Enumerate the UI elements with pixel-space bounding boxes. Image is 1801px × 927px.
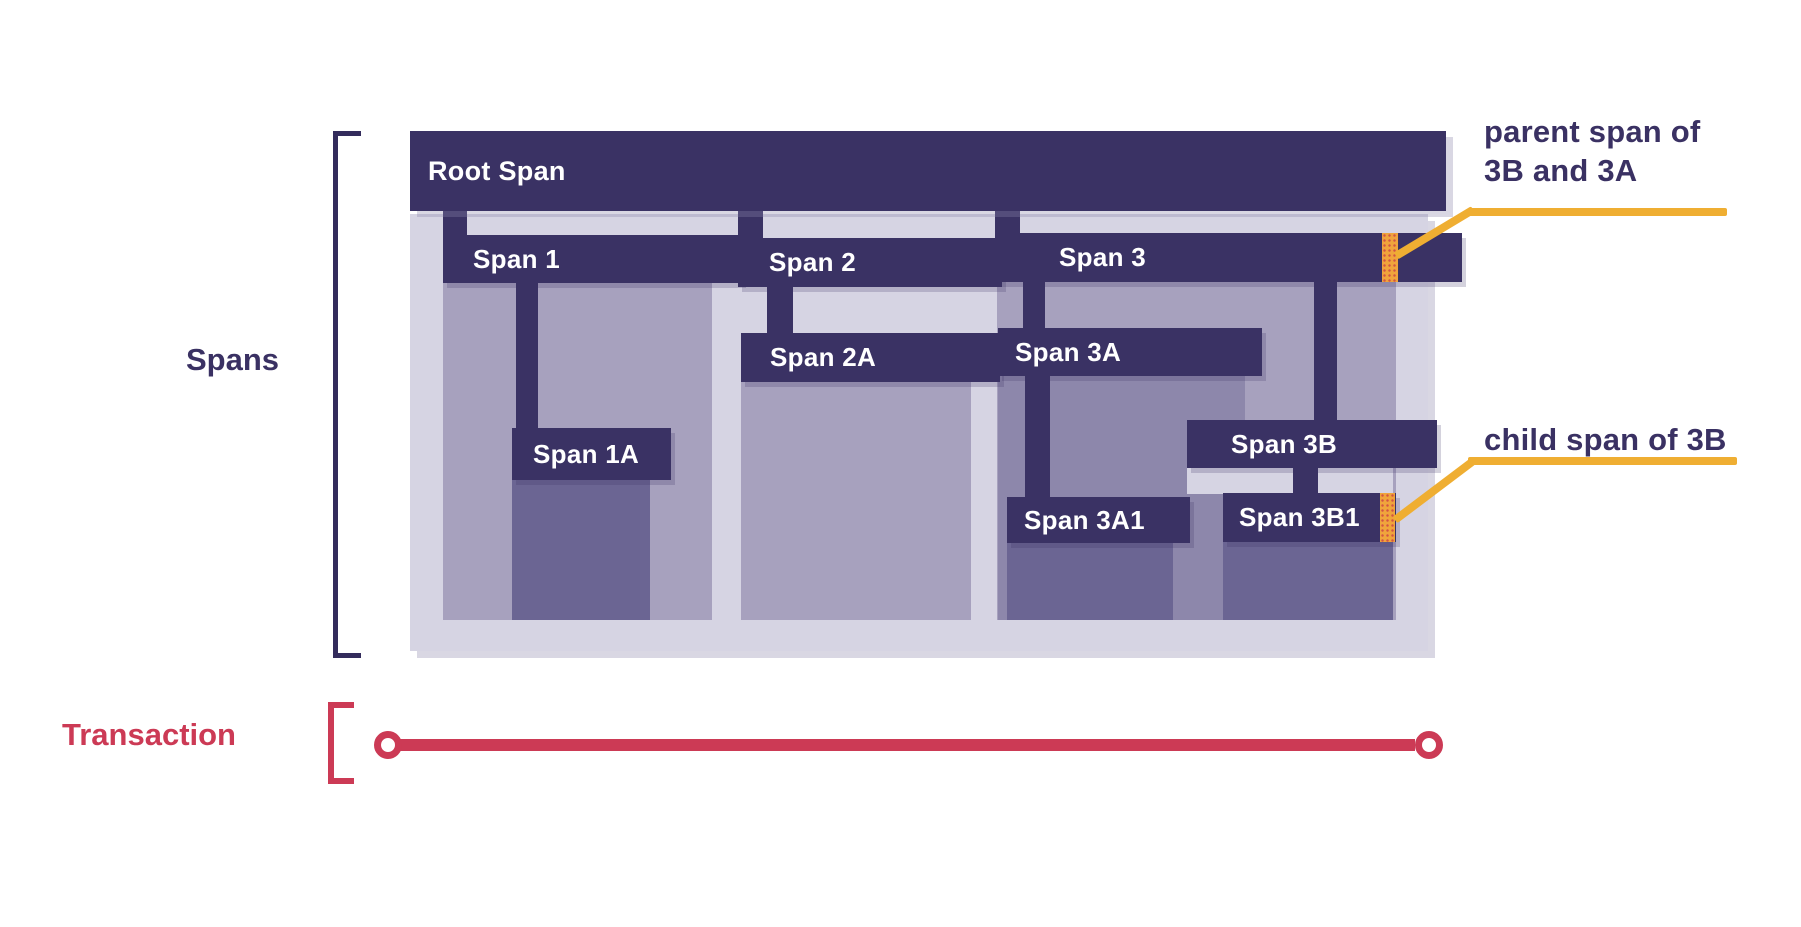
connector-root-to-span3 — [995, 211, 1020, 235]
parent-span-annotation-line1: parent span of — [1484, 114, 1701, 149]
span2a-duration-fill — [741, 382, 971, 620]
span3b1-duration-fill — [1223, 542, 1393, 620]
span-bar-root: Root Span — [410, 131, 1446, 211]
child-callout-line — [1468, 457, 1737, 465]
span3a1-duration-fill — [1007, 543, 1173, 620]
parent-span-highlight-mark — [1382, 233, 1398, 282]
parent-callout-line — [1468, 208, 1727, 216]
span-bar-span1a: Span 1A — [512, 428, 671, 480]
connector-span3-to-span3b — [1314, 282, 1337, 421]
transaction-bracket — [328, 702, 354, 784]
span-bar-span3b1: Span 3B1 — [1223, 493, 1396, 542]
child-span-annotation: child span of 3B — [1484, 422, 1727, 457]
connector-root-to-span1 — [443, 211, 467, 237]
transaction-label: Transaction — [62, 717, 236, 752]
spans-bracket — [333, 131, 361, 658]
span-bar-span2: Span 2 — [738, 238, 1002, 287]
child-span-highlight-mark — [1380, 493, 1395, 542]
connector-span1-to-span1a — [516, 283, 538, 430]
parent-span-annotation-line2: 3B and 3A — [1484, 153, 1638, 188]
parent-span-annotation: parent span of 3B and 3A — [1484, 112, 1700, 190]
span-bar-span3b: Span 3B — [1187, 420, 1437, 468]
connector-span3a-to-span3a1 — [1025, 376, 1050, 499]
connector-span3b-to-span3b1 — [1293, 468, 1318, 495]
spans-label: Spans — [186, 342, 280, 377]
span3b-gap-strip — [1187, 468, 1393, 494]
connector-span3-to-span3a — [1023, 282, 1045, 330]
span-bar-span2a: Span 2A — [741, 333, 1000, 382]
span-bar-span3a1: Span 3A1 — [1007, 497, 1190, 543]
transaction-timeline — [400, 739, 1415, 751]
span1a-duration-fill — [512, 480, 650, 620]
transaction-start-circle-icon — [374, 731, 402, 759]
connector-root-to-span2 — [738, 211, 763, 240]
transaction-end-circle-icon — [1415, 731, 1443, 759]
connector-span2-to-span2a — [767, 287, 793, 335]
span-bar-span1: Span 1 — [443, 235, 742, 283]
span-bar-span3a: Span 3A — [998, 328, 1262, 376]
